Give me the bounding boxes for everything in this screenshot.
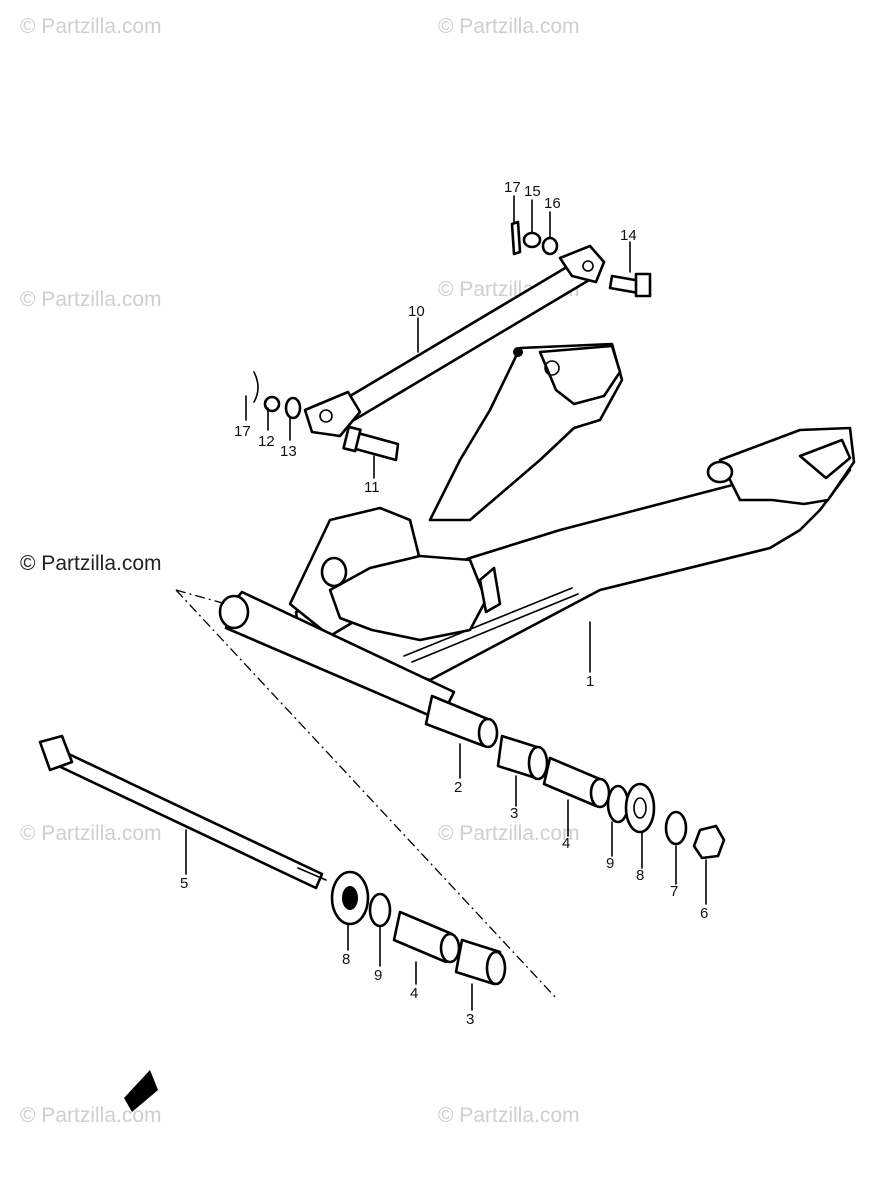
callout-1: 1 — [586, 673, 594, 690]
watermark: © Partzilla.com — [20, 288, 162, 311]
watermark: © Partzilla.com — [438, 822, 580, 845]
callout-9: 9 — [374, 967, 382, 984]
callout-16: 16 — [544, 195, 561, 212]
callout-15: 15 — [524, 183, 541, 200]
callout-4: 4 — [410, 985, 418, 1002]
callout-3: 3 — [510, 805, 518, 822]
callout-11: 11 — [364, 479, 380, 496]
callout-12: 12 — [258, 433, 275, 450]
part-11-bolt — [342, 425, 400, 462]
part-1-swingarm — [218, 342, 856, 722]
callout-4: 4 — [562, 835, 570, 852]
part-10-torque-link — [303, 244, 606, 438]
callout-8: 8 — [636, 867, 644, 884]
part-2-bushing — [424, 694, 499, 749]
watermark: © Partzilla.com — [438, 1104, 580, 1127]
watermark: © Partzilla.com — [20, 822, 162, 845]
callout-6: 6 — [700, 905, 708, 922]
callout-2: 2 — [454, 779, 462, 796]
watermark-layer: © Partzilla.com © Partzilla.com © Partzi… — [20, 15, 580, 1127]
callout-17: 17 — [504, 179, 521, 196]
partzilla-watermark: © Partzilla.com — [20, 552, 162, 575]
callout-14: 14 — [620, 227, 637, 244]
callout-13: 13 — [280, 443, 297, 460]
watermark: © Partzilla.com — [20, 15, 162, 38]
watermark: © Partzilla.com — [438, 15, 580, 38]
right-bearing-stack — [496, 734, 726, 860]
left-bearing-stack — [330, 870, 507, 986]
callout-7: 7 — [670, 883, 678, 900]
part-14-bolt — [608, 272, 652, 298]
parts-top-hardware — [510, 220, 559, 256]
parts-left-hardware — [253, 371, 302, 420]
callout-5: 5 — [180, 875, 188, 892]
leader-lines — [185, 195, 707, 1011]
part-5-pivot-bolt — [38, 734, 327, 890]
assembly-axis-lines — [175, 589, 557, 999]
callout-17: 17 — [234, 423, 251, 440]
callout-9: 9 — [606, 855, 614, 872]
front-arrow-icon — [124, 1070, 158, 1112]
callout-10: 10 — [408, 303, 425, 320]
callout-3: 3 — [466, 1011, 474, 1028]
callout-labels: 1 2 3 4 9 8 7 6 5 8 9 4 3 10 11 14 17 15… — [180, 179, 708, 1028]
callout-8: 8 — [342, 951, 350, 968]
watermark: © Partzilla.com — [20, 1104, 162, 1127]
